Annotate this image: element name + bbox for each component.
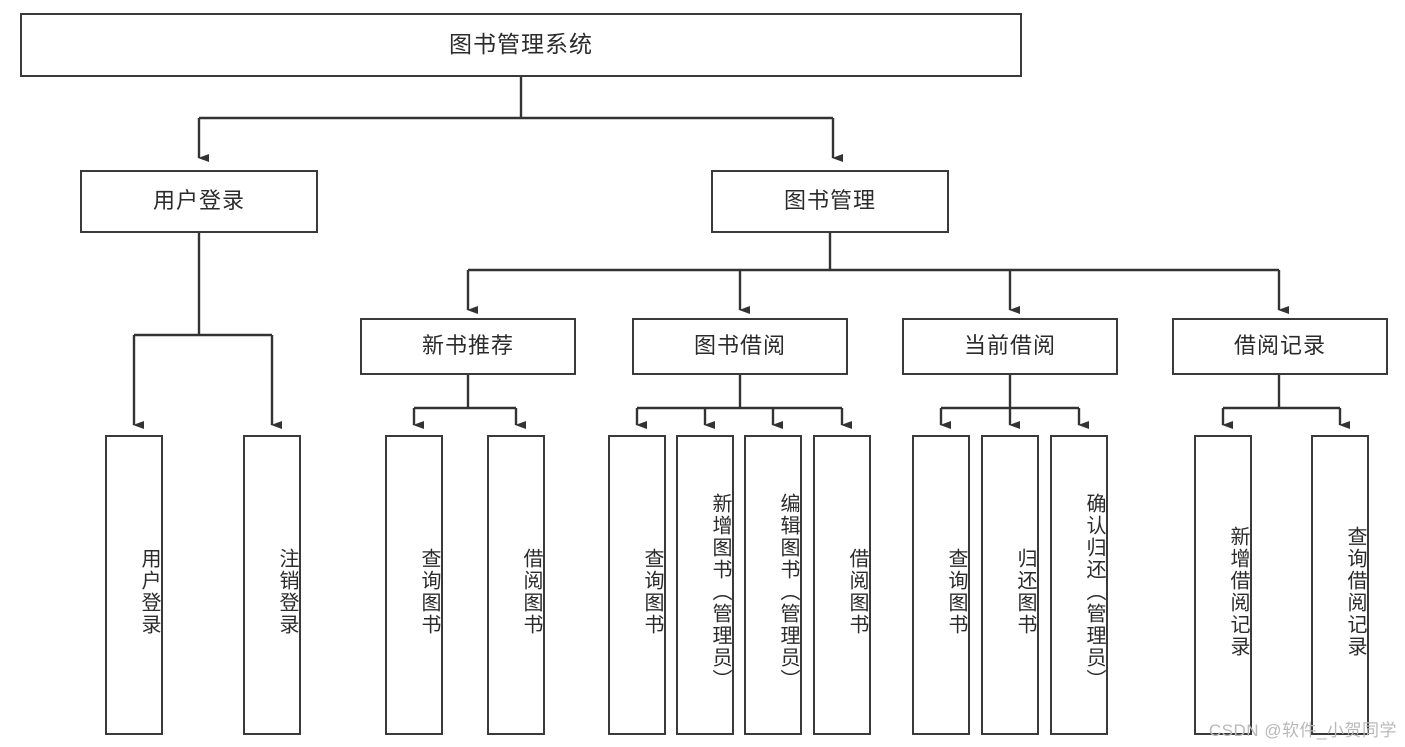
leaf-borrow-book-borrow[interactable]: 借阅图书 [813,435,871,735]
leaf-query-book-new-rec[interactable]: 查询图书 [385,435,443,735]
leaf-confirm-return-admin[interactable]: 确认归还（管理员） [1050,435,1108,735]
watermark-csdn: CSDN @软件_小贺同学 [1208,721,1397,740]
node-borrow-record[interactable]: 借阅记录 [1172,318,1388,375]
node-root[interactable]: 图书管理系统 [20,13,1022,77]
leaf-add-book-admin[interactable]: 新增图书（管理员） [676,435,734,735]
node-book-borrow[interactable]: 图书借阅 [632,318,848,375]
leaf-edit-book-admin[interactable]: 编辑图书（管理员） [744,435,802,735]
leaf-query-book-borrow[interactable]: 查询图书 [608,435,666,735]
leaf-borrow-book-new-rec[interactable]: 借阅图书 [487,435,545,735]
leaf-add-borrow-record[interactable]: 新增借阅记录 [1194,435,1252,735]
node-current-borrow[interactable]: 当前借阅 [902,318,1118,375]
node-new-book-recommend[interactable]: 新书推荐 [360,318,576,375]
node-book-manage[interactable]: 图书管理 [711,170,949,233]
leaf-return-book[interactable]: 归还图书 [981,435,1039,735]
leaf-user-logout[interactable]: 注销登录 [243,435,301,735]
leaf-query-book-current[interactable]: 查询图书 [912,435,970,735]
leaf-query-borrow-record[interactable]: 查询借阅记录 [1311,435,1369,735]
node-user-login[interactable]: 用户登录 [80,170,318,233]
leaf-user-login[interactable]: 用户登录 [105,435,163,735]
